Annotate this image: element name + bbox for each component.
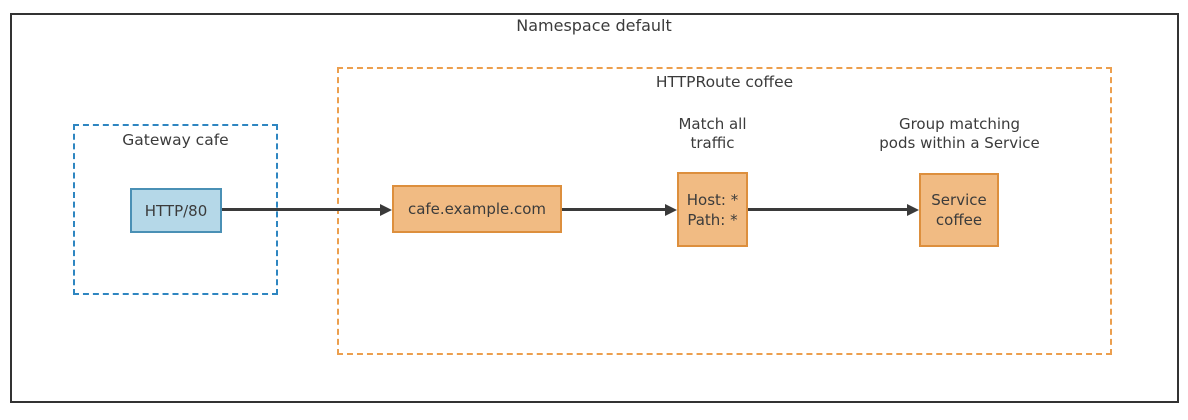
match-annotation-line1: Match all: [678, 115, 747, 133]
hostname-text: cafe.example.com: [407, 200, 547, 218]
arrow-match-to-service: [748, 208, 908, 211]
gateway-label: Gateway cafe: [122, 131, 229, 149]
arrowhead-listener-to-hostname-icon: [380, 203, 392, 216]
service-annotation-line2: pods within a Service: [879, 134, 1040, 152]
arrow-hostname-to-match: [562, 208, 666, 211]
match-host-text: Host: *: [686, 190, 739, 209]
namespace-boundary-box: [10, 13, 1179, 403]
service-node: Service coffee: [919, 173, 999, 247]
hostname-node: cafe.example.com: [392, 185, 562, 233]
httproute-label: HTTPRoute coffee: [655, 73, 794, 91]
service-annotation-line1: Group matching: [898, 115, 1021, 133]
service-text-line2: coffee: [935, 211, 983, 229]
service-text-line1: Service: [931, 191, 987, 209]
arrowhead-match-to-service-icon: [907, 203, 919, 216]
match-rule-node: Host: * Path: *: [677, 172, 748, 247]
match-annotation: Match all traffic: [637, 115, 788, 153]
match-annotation-line2: traffic: [690, 134, 735, 152]
gateway-listener-text: HTTP/80: [144, 201, 208, 220]
match-path-text: Path: *: [687, 210, 738, 229]
arrow-listener-to-hostname: [222, 208, 381, 211]
httproute-boundary-box: HTTPRoute coffee: [337, 67, 1112, 355]
gateway-listener-node: HTTP/80: [130, 188, 222, 233]
namespace-title: Namespace default: [516, 16, 672, 35]
service-annotation: Group matching pods within a Service: [854, 115, 1065, 153]
arrowhead-hostname-to-match-icon: [665, 203, 677, 216]
